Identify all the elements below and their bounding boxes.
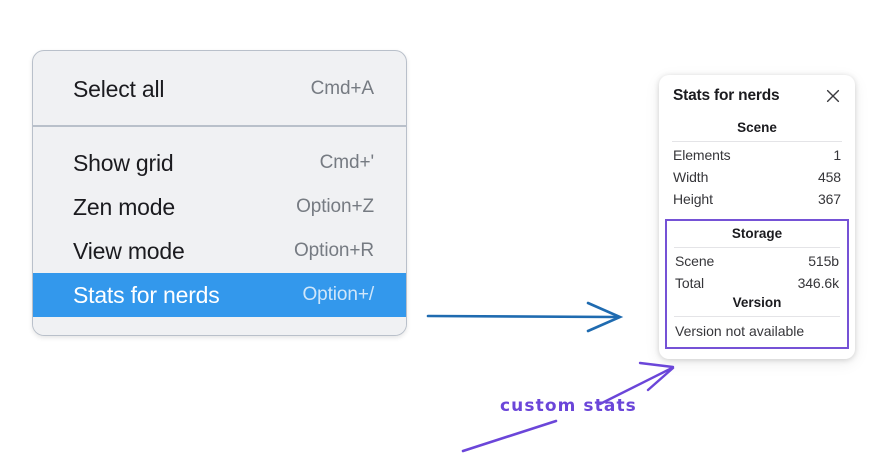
- stats-for-nerds-panel: Stats for nerds Scene Elements 1 Width 4…: [659, 75, 855, 359]
- row-key: Scene: [675, 253, 715, 269]
- stats-section-storage: Storage Scene 515b Total 346.6k: [667, 225, 847, 294]
- menu-item-shortcut: Option+R: [294, 240, 374, 261]
- blue-arrow-menu-to-panel: [426, 301, 624, 333]
- handwritten-annotation-label: custom stats: [500, 396, 637, 416]
- stats-row-width: Width 458: [659, 166, 855, 188]
- stats-row-height: Height 367: [659, 188, 855, 210]
- row-key: Height: [673, 191, 713, 207]
- section-heading: Storage: [731, 226, 783, 241]
- menu-item-shortcut: Option+Z: [296, 196, 374, 217]
- row-value: 458: [817, 169, 841, 185]
- row-value: 367: [817, 191, 841, 207]
- menu-item-shortcut: Cmd+A: [310, 78, 374, 99]
- section-divider: [674, 316, 840, 317]
- row-key: Elements: [673, 147, 731, 163]
- stats-panel-header: Stats for nerds: [659, 87, 855, 105]
- close-icon[interactable]: [824, 87, 842, 105]
- section-heading: Scene: [737, 120, 777, 135]
- row-key: Total: [675, 275, 705, 291]
- section-divider: [674, 247, 840, 248]
- menu-item-select-all[interactable]: Select all Cmd+A: [33, 67, 406, 111]
- row-value: 346.6k: [797, 275, 840, 291]
- menu-group-secondary: Show grid Cmd+' Zen mode Option+Z View m…: [33, 125, 406, 335]
- stats-row-storage-scene: Scene 515b: [667, 250, 847, 272]
- canvas-context-menu[interactable]: Select all Cmd+A Show grid Cmd+' Zen mod…: [32, 50, 407, 336]
- menu-item-label: Select all: [73, 75, 165, 102]
- row-value: 515b: [808, 253, 839, 269]
- menu-item-label: Stats for nerds: [73, 281, 220, 308]
- stats-row-elements: Elements 1: [659, 144, 855, 166]
- menu-item-stats-for-nerds[interactable]: Stats for nerds Option+/: [33, 273, 406, 317]
- purple-underline-stroke: [461, 419, 558, 453]
- menu-item-label: Zen mode: [73, 193, 175, 220]
- menu-item-shortcut: Option+/: [302, 284, 374, 305]
- menu-item-label: View mode: [73, 237, 185, 264]
- section-divider: [672, 141, 842, 142]
- stats-section-scene: Scene Elements 1 Width 458 Height 367: [659, 119, 855, 210]
- menu-item-show-grid[interactable]: Show grid Cmd+': [33, 141, 406, 185]
- menu-item-view-mode[interactable]: View mode Option+R: [33, 229, 406, 273]
- custom-stats-highlight-box: Storage Scene 515b Total 346.6k Version …: [665, 219, 849, 349]
- menu-item-shortcut: Cmd+': [319, 152, 374, 173]
- row-value: 1: [833, 147, 841, 163]
- panel-title: Stats for nerds: [673, 87, 780, 104]
- stats-section-version: Version Version not available: [667, 294, 847, 341]
- menu-group-primary: Select all Cmd+A: [33, 51, 406, 125]
- section-heading: Version: [732, 295, 782, 310]
- menu-item-label: Show grid: [73, 149, 174, 176]
- stats-row-storage-total: Total 346.6k: [667, 272, 847, 294]
- version-value: Version not available: [675, 323, 805, 339]
- menu-item-zen-mode[interactable]: Zen mode Option+Z: [33, 185, 406, 229]
- menu-footer-spacer: [33, 317, 406, 335]
- row-key: Width: [673, 169, 709, 185]
